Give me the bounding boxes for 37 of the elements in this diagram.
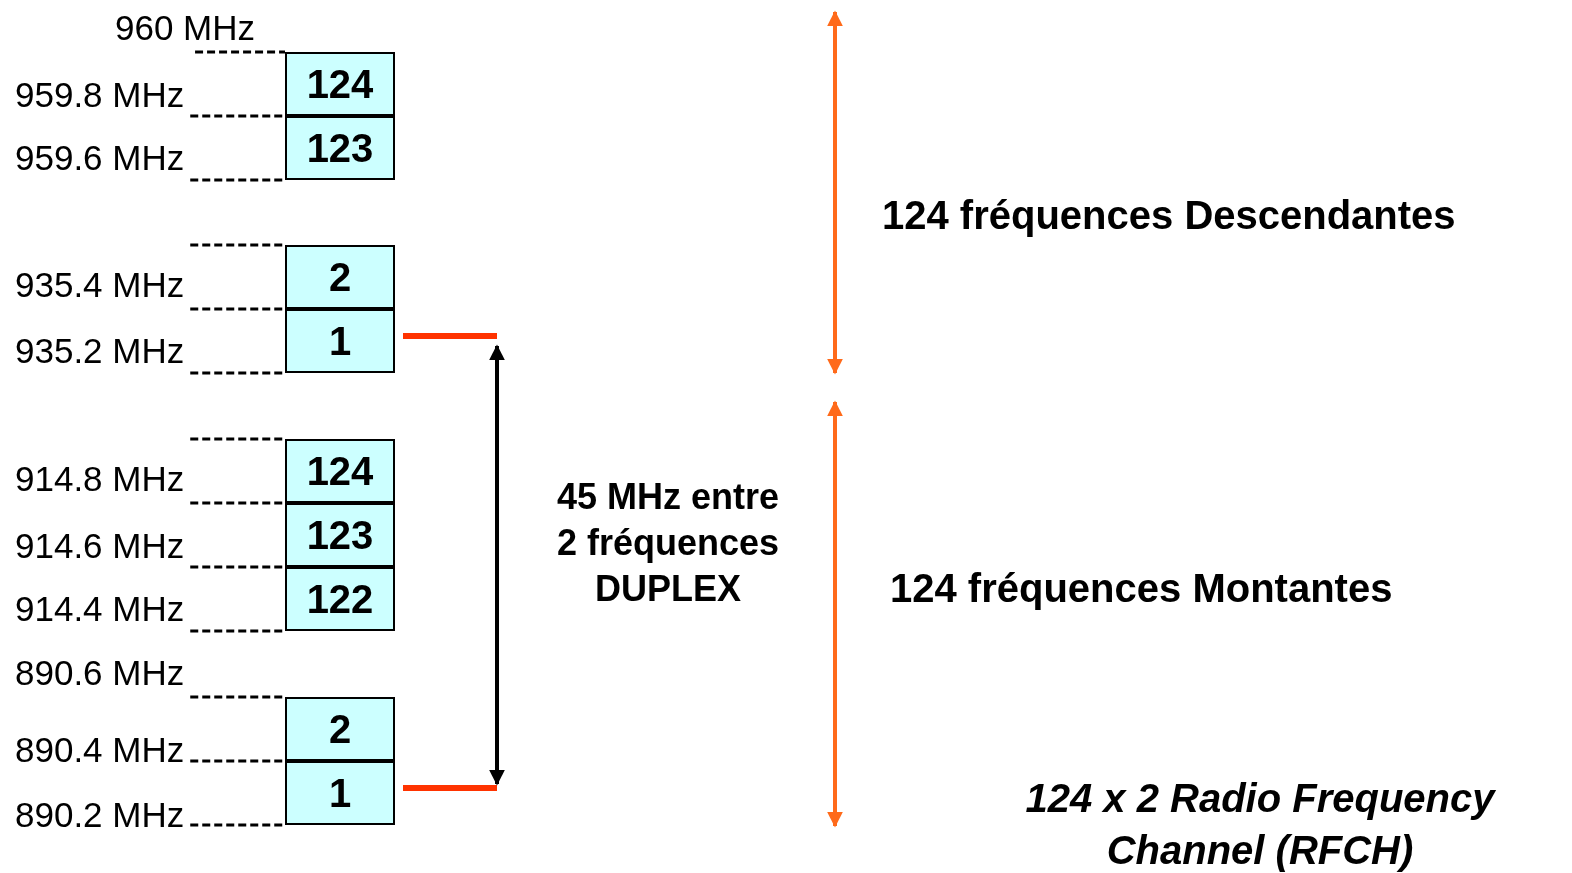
frequency-label: 959.6 MHz: [15, 138, 185, 178]
frequency-label: 890.2 MHz: [15, 795, 185, 835]
frequency-label: 890.6 MHz: [15, 653, 185, 693]
channel-box: 2: [285, 245, 395, 309]
band-label: 124 fréquences Montantes: [890, 568, 1393, 608]
leader-line: [190, 437, 285, 441]
leader-line: [190, 114, 285, 118]
leader-line: [190, 695, 285, 699]
frequency-label: 935.2 MHz: [15, 331, 185, 371]
leader-line: [190, 371, 285, 375]
frequency-label: 890.4 MHz: [15, 730, 185, 770]
frequency-label: 914.8 MHz: [15, 459, 185, 499]
channel-box: 124: [285, 52, 395, 116]
channel-box: 1: [285, 309, 395, 373]
leader-line: [190, 759, 285, 763]
frequency-label: 914.4 MHz: [15, 589, 185, 629]
frequency-label: 959.8 MHz: [15, 75, 185, 115]
channel-box: 123: [285, 116, 395, 180]
duplex-label: 45 MHz entre 2 fréquences DUPLEX: [555, 475, 781, 611]
leader-line: [190, 565, 285, 569]
leader-line: [190, 243, 285, 247]
band-label: 124 fréquences Descendantes: [882, 195, 1456, 235]
frequency-label: 914.6 MHz: [15, 526, 185, 566]
channel-box: 2: [285, 697, 395, 761]
leader-line: [190, 307, 285, 311]
frequency-label: 935.4 MHz: [15, 265, 185, 305]
leader-line: [190, 178, 285, 182]
channel-box: 1: [285, 761, 395, 825]
channel-box: 124: [285, 439, 395, 503]
leader-line: [190, 501, 285, 505]
leader-line: [195, 50, 285, 54]
frequency-label: 960 MHz: [115, 8, 256, 48]
leader-line: [190, 823, 285, 827]
channel-box: 122: [285, 567, 395, 631]
channel-box: 123: [285, 503, 395, 567]
caption-text: 124 x 2 Radio Frequency Channel (RFCH): [1024, 775, 1497, 873]
leader-line: [190, 629, 285, 633]
